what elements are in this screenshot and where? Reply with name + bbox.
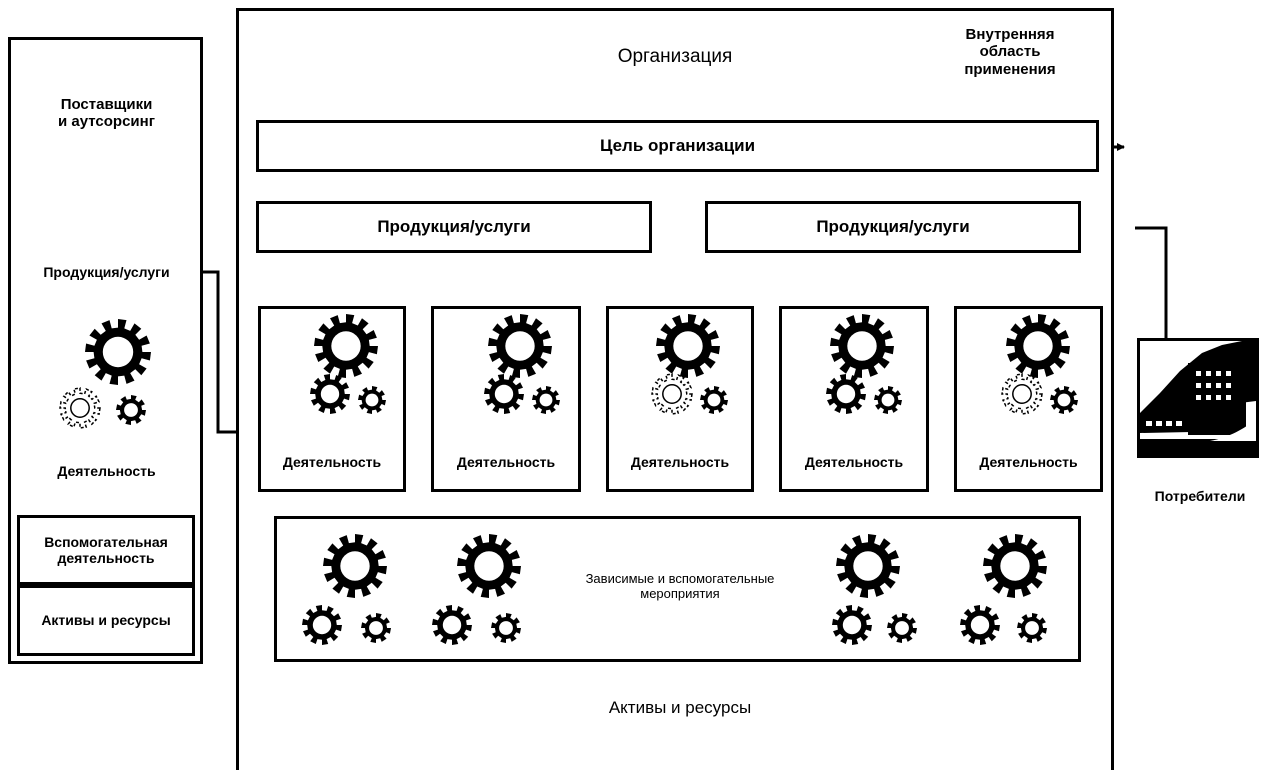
gear-icon: [836, 534, 900, 598]
dependent-activities-label: Зависимые и вспомогательные мероприятия: [585, 571, 775, 601]
suppliers-title: Поставщики и аутсорсинг: [58, 96, 155, 131]
gear-icon: [887, 613, 917, 643]
gear-icon: [488, 314, 552, 378]
gear-icon: [830, 314, 894, 378]
gear-partial-icon: [59, 387, 101, 429]
gear-icon: [1050, 386, 1078, 414]
activity-label-2: Деятельность: [456, 454, 556, 470]
organization-title: Организация: [617, 46, 733, 67]
gear-icon: [457, 534, 521, 598]
org-assets-label: Активы и ресурсы: [608, 698, 752, 717]
gear-icon: [832, 605, 872, 645]
gear-icon: [358, 386, 386, 414]
product-label-2: Продукция/услуги: [816, 217, 970, 237]
gear-icon: [484, 374, 524, 414]
building-icon: [1140, 341, 1256, 455]
gear-icon: [826, 374, 866, 414]
gear-icon: [116, 395, 146, 425]
gear-icon: [874, 386, 902, 414]
suppliers-assets-box: Активы и ресурсы: [17, 585, 195, 656]
scope-label: Внутренняя область применения: [964, 26, 1056, 78]
goal-label: Цель организации: [599, 136, 756, 156]
goal-box: Цель организации: [256, 120, 1099, 172]
product-box-2: Продукция/услуги: [705, 201, 1081, 253]
gear-icon: [314, 314, 378, 378]
suppliers-assets-label: Активы и ресурсы: [41, 612, 171, 629]
gear-icon: [960, 605, 1000, 645]
activity-label-1: Деятельность: [282, 454, 382, 470]
gear-icon: [656, 314, 720, 378]
suppliers-activity-label: Деятельность: [57, 463, 156, 479]
suppliers-product-label: Продукция/услуги: [43, 264, 170, 280]
gear-icon: [983, 534, 1047, 598]
support-activity-label: Вспомогательная деятельность: [44, 533, 168, 566]
gear-icon: [323, 534, 387, 598]
product-box-1: Продукция/услуги: [256, 201, 652, 253]
dependent-activities-box: [274, 516, 1081, 662]
gear-icon: [302, 605, 342, 645]
gear-icon: [432, 605, 472, 645]
gear-icon: [700, 386, 728, 414]
consumers-box: [1137, 338, 1259, 458]
activity-label-5: Деятельность: [979, 454, 1078, 470]
gear-icon: [85, 319, 151, 385]
product-label-1: Продукция/услуги: [377, 217, 531, 237]
gear-partial-icon: [1001, 373, 1043, 415]
gear-partial-icon: [651, 373, 693, 415]
activity-label-4: Деятельность: [804, 454, 904, 470]
consumers-label: Потребители: [1154, 488, 1246, 504]
gear-icon: [1006, 314, 1070, 378]
gear-icon: [1017, 613, 1047, 643]
support-activity-box: Вспомогательная деятельность: [17, 515, 195, 585]
gear-icon: [491, 613, 521, 643]
activity-label-3: Деятельность: [630, 454, 730, 470]
gear-icon: [310, 374, 350, 414]
gear-icon: [361, 613, 391, 643]
gear-icon: [532, 386, 560, 414]
